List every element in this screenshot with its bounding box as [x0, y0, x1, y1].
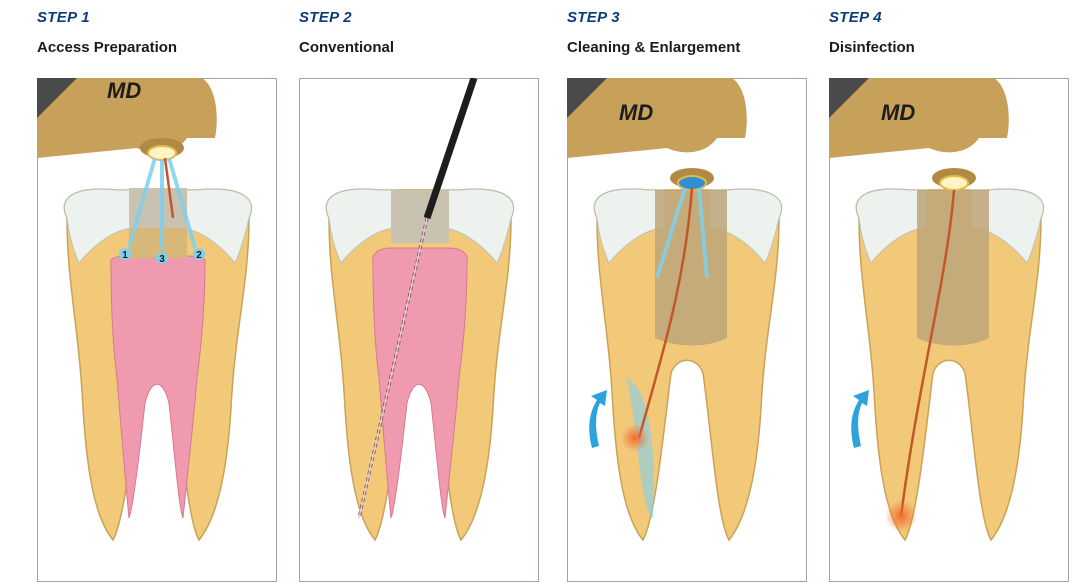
- step-3: STEP 3 Cleaning & Enlargement: [567, 0, 807, 582]
- step-4-title: Disinfection: [829, 39, 915, 56]
- step-2-number: STEP 2: [299, 9, 352, 26]
- laser-glow-3: [621, 424, 649, 452]
- handpiece-1-label: MD: [107, 78, 141, 103]
- marker-3: 3: [159, 254, 165, 265]
- step-1-panel: MD 1 3 2: [37, 78, 277, 582]
- step-1-number: STEP 1: [37, 9, 90, 26]
- step-3-panel: MD: [567, 78, 807, 582]
- step-3-illustration: MD: [567, 78, 807, 582]
- step-4: STEP 4 Disinfection MD: [829, 0, 1069, 582]
- step-3-number: STEP 3: [567, 9, 620, 26]
- step-1-title: Access Preparation: [37, 39, 177, 56]
- step-1: STEP 1 Access Preparation MD: [37, 0, 277, 582]
- step-1-illustration: MD 1 3 2: [37, 78, 277, 582]
- step-3-title: Cleaning & Enlargement: [567, 39, 740, 56]
- handpiece-4-label: MD: [881, 100, 915, 125]
- step-4-panel: MD: [829, 78, 1069, 582]
- step-2-title: Conventional: [299, 39, 394, 56]
- marker-2: 2: [196, 250, 202, 261]
- step-2-illustration: [299, 78, 539, 582]
- step-4-number: STEP 4: [829, 9, 882, 26]
- handpiece-3-label: MD: [619, 100, 653, 125]
- step-2: STEP 2 Conventional: [299, 0, 539, 582]
- step-4-illustration: MD: [829, 78, 1069, 582]
- marker-1: 1: [122, 250, 128, 261]
- step-2-panel: [299, 78, 539, 582]
- laser-glow-4: [885, 500, 917, 532]
